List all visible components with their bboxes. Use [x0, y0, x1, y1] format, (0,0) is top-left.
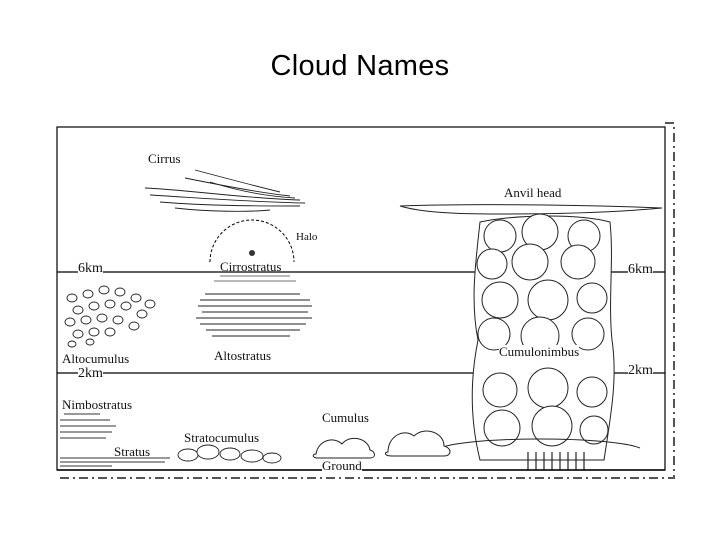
altocumulus-cloud [64, 285, 156, 348]
label-anvil-head: Anvil head [504, 185, 562, 200]
label-6km-left: 6km [78, 261, 103, 276]
cumulonimbus-cloud [399, 204, 663, 461]
cirrus-cloud [144, 169, 306, 212]
label-cumulus: Cumulus [322, 410, 369, 425]
label-altostratus: Altostratus [214, 348, 272, 363]
label-nimbostratus: Nimbostratus [62, 397, 133, 412]
label-halo: Halo [296, 231, 318, 243]
label-cirrostratus: Cirrostratus [220, 259, 282, 274]
stratocumulus-cloud [177, 444, 282, 464]
outer-border [57, 122, 675, 479]
halo-icon [209, 219, 295, 263]
stratus-cloud [60, 457, 170, 467]
cirrostratus-cloud [214, 275, 296, 282]
rain-shaft [527, 452, 585, 470]
label-stratocumulus: Stratocumulus [184, 430, 260, 445]
label-cirrus: Cirrus [148, 151, 181, 166]
label-2km-left: 2km [78, 366, 103, 381]
label-6km-right: 6km [628, 262, 653, 277]
altostratus-cloud [196, 293, 312, 337]
label-cumulonimbus: Cumulonimbus [499, 344, 580, 359]
label-2km-right: 2km [628, 363, 653, 378]
nimbostratus-cloud [60, 413, 116, 439]
label-altocumulus: Altocumulus [62, 351, 130, 366]
page-title: Cloud Names [270, 50, 450, 82]
label-ground: Ground [322, 458, 362, 473]
label-stratus: Stratus [114, 444, 151, 459]
cumulus-cloud [312, 430, 451, 459]
